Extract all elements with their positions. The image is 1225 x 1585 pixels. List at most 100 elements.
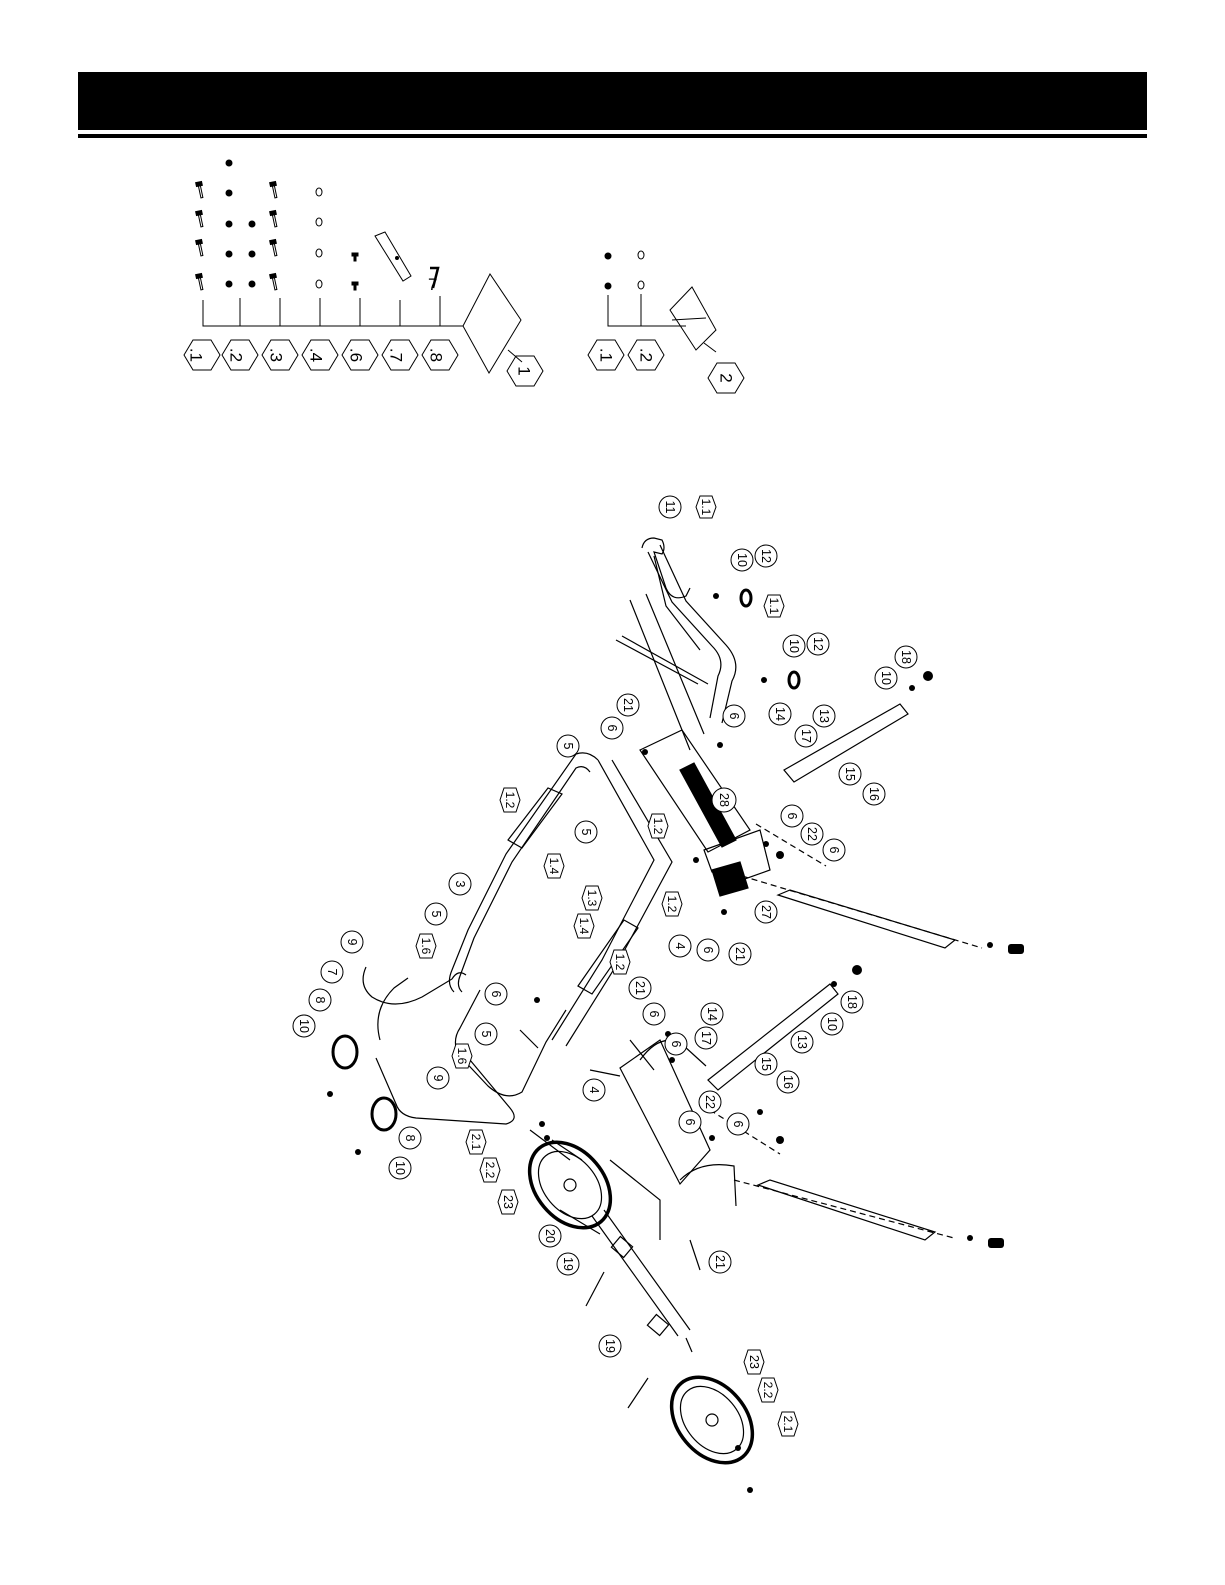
- frame-tube-upper: [449, 753, 598, 992]
- callout-mount-bracket-upper: 4: [673, 943, 687, 950]
- callout-bolts-top: 5: [561, 743, 575, 750]
- callout-end-cap-a: 8: [313, 997, 327, 1004]
- end-cap-upper: [333, 1036, 357, 1068]
- callout-leg-spacer: 22: [805, 827, 819, 841]
- callout-lower-leg-nut-a: 6: [731, 1121, 745, 1128]
- callout-handle-nut: 10: [735, 553, 749, 567]
- axle: [592, 1210, 690, 1336]
- kit-1-item-label: .2: [227, 348, 246, 362]
- callout-handle: 11: [663, 501, 677, 514]
- callout-leg-nut-c: 6: [827, 847, 841, 854]
- callout-leg-washer: 17: [799, 729, 813, 743]
- callout-end-cap-bolt-a: 9: [345, 939, 359, 946]
- callout-top-nut: 6: [605, 725, 619, 732]
- kit-2-package-label: 2: [717, 373, 736, 382]
- callout-frame-nut-b: 6: [647, 1011, 661, 1018]
- kit-2-washers: [638, 251, 644, 289]
- kit-1-washers: [316, 188, 322, 288]
- callout-handle-bolts: 1.1: [699, 499, 713, 516]
- callout-lower-leg-spacer: 22: [703, 1095, 717, 1109]
- callout-pad-washer-a: 1.4: [547, 858, 561, 875]
- callout-handle-knob: 12: [759, 549, 773, 563]
- kit-1-item-label: .1: [187, 348, 206, 362]
- callout-lower-bracket-bolt: 21: [713, 1255, 727, 1269]
- callout-pad-screw-d: 1.2: [613, 954, 627, 971]
- kit-2-item-label: .1: [597, 348, 616, 362]
- kit-1-item-label: .8: [427, 348, 446, 362]
- kit-1-package-label: 1: [515, 366, 534, 375]
- callout-bracket-nut: 6: [701, 947, 715, 954]
- hardware-kit-2: [588, 251, 744, 393]
- callout-wheel-washer-b: 2.2: [761, 1382, 775, 1399]
- callout-handle-knob-lower: 12: [811, 637, 825, 651]
- callout-pad-screw-c: 1.2: [665, 896, 679, 913]
- wheel-upper: [513, 1126, 627, 1243]
- callout-pad-screw-b: 1.2: [651, 818, 665, 835]
- callout-lower-leg-nut: 10: [825, 1017, 839, 1031]
- kit-1-bolts-a: [196, 181, 205, 290]
- callout-leg-bolt: 14: [773, 707, 787, 721]
- leg-tube-upper: [778, 890, 955, 948]
- callout-top-bolt: 21: [621, 698, 635, 712]
- kit-1-package: [463, 274, 521, 373]
- callout-end-cap-b: 8: [403, 1135, 417, 1142]
- kit-1-item-label: .4: [307, 348, 326, 362]
- callout-pad-screw-a: 1.2: [503, 792, 517, 809]
- callout-wheel-nut-b: 2.1: [781, 1416, 795, 1433]
- callout-handle-nut-lower: 10: [787, 639, 801, 653]
- callout-leg-foot: 18: [899, 650, 913, 664]
- callout-leg-bolt-b: 15: [843, 767, 857, 781]
- callout-frame-bolts-c: 5: [479, 1031, 493, 1038]
- callout-mount-bracket-lower: 4: [587, 1087, 601, 1094]
- callout-frame-nut-c: 6: [669, 1041, 683, 1048]
- callout-frame-bolts-a: 5: [579, 829, 593, 836]
- callout-pad-bolt: 1.3: [585, 890, 599, 907]
- callout-foam-pad: 28: [717, 793, 731, 807]
- callout-lower-leg-nut-b: 6: [683, 1119, 697, 1126]
- callout-cap-screw-a: 1.6: [419, 938, 433, 955]
- callout-axle-pin-a: 19: [561, 1257, 575, 1271]
- callout-wheel-washer-a: 2.2: [483, 1162, 497, 1179]
- callout-lower-bolt: 21: [633, 981, 647, 995]
- kit-1-hex-labels: [184, 340, 543, 386]
- callout-labels: 11 1.1 10 12 1.1 10 12 10 18 14 13 17 6 …: [297, 499, 913, 1433]
- callout-wheel-nut-a: 2.1: [469, 1134, 483, 1151]
- lower-frame-plate: [620, 1040, 710, 1184]
- callout-lower-leg-nut-c: 6: [753, 1149, 767, 1156]
- wheel-lower: [655, 1361, 769, 1478]
- callout-bracket-bolt: 21: [733, 947, 747, 961]
- callout-cap-screw-b: 1.6: [455, 1048, 469, 1065]
- callout-leg-pin: 16: [867, 787, 881, 801]
- callout-end-nut-b: 10: [393, 1161, 407, 1175]
- callout-top-nut-right: 6: [727, 713, 741, 720]
- kit-1-key-mark: 7: [428, 275, 437, 294]
- kit-1-bolts-b: [270, 181, 279, 290]
- kit-1-cap-screws: [352, 253, 358, 290]
- callout-leg-nut: 10: [879, 671, 893, 685]
- kit-1-item-label: .6: [347, 348, 366, 362]
- callout-lower-leg-bolt-b: 15: [759, 1057, 773, 1071]
- callout-lower-leg-tube: 13: [795, 1035, 809, 1049]
- callout-end-caps: 7: [325, 969, 339, 976]
- kit-1-nuts: [226, 160, 256, 288]
- callout-lower-leg-pin: 16: [781, 1075, 795, 1089]
- mount-pad: [712, 862, 748, 896]
- leg-tube-lower: [758, 1180, 935, 1240]
- callout-lower-leg-foot: 18: [845, 995, 859, 1009]
- callout-end-cap-bolt-b: 9: [431, 1075, 445, 1082]
- callout-leg-nut-b: 6: [785, 813, 799, 820]
- leg-extension-lower: [708, 984, 838, 1090]
- callout-axle: 20: [543, 1229, 557, 1243]
- callout-frame-nut-a: 6: [489, 991, 503, 998]
- callout-axle-pin-b: 19: [603, 1339, 617, 1353]
- callout-right-leg-tube: 13: [817, 709, 831, 723]
- callout-frame-bolts-b: 5: [429, 911, 443, 918]
- callout-wheel-b: 23: [747, 1355, 761, 1369]
- end-cap-lower: [372, 1098, 396, 1130]
- callout-handle-bolts-lower: 1.1: [767, 598, 781, 615]
- kit-2-item-label: .2: [637, 348, 656, 362]
- kit-1-item-label: .3: [267, 348, 286, 362]
- kit-1-item-label: .7: [387, 348, 406, 362]
- callout-pad-washer-b: 1.4: [577, 918, 591, 935]
- callout-bracket-pad: 27: [759, 905, 773, 919]
